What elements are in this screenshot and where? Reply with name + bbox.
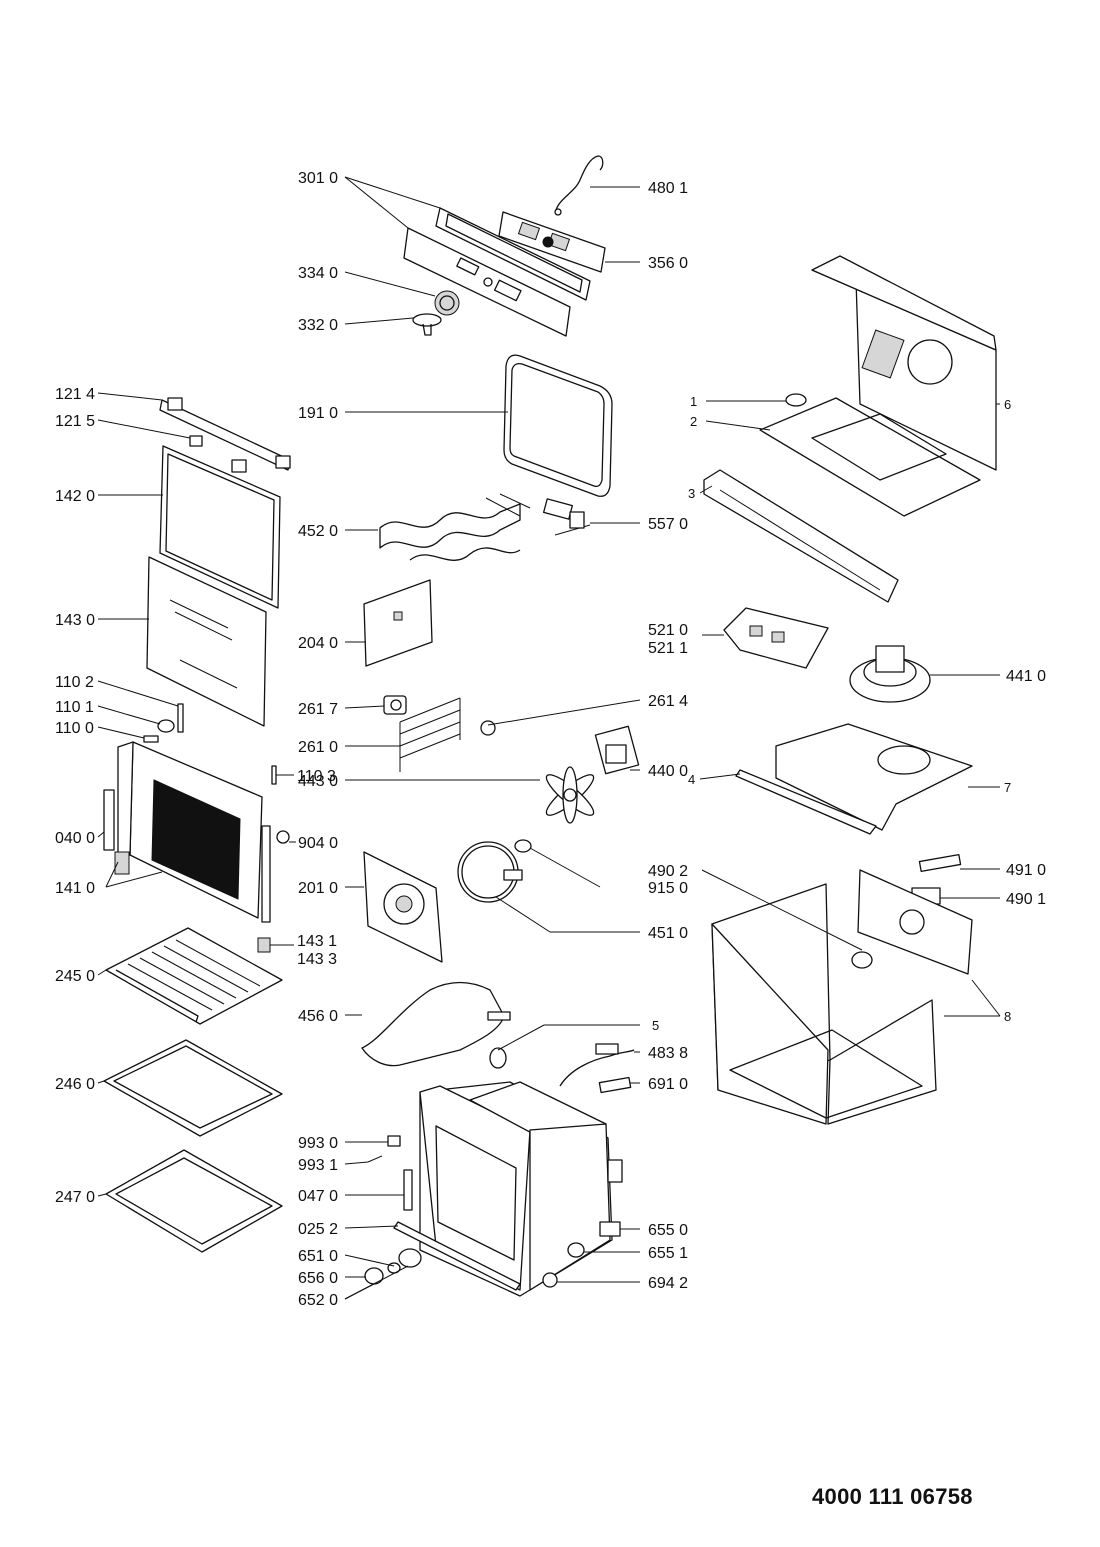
rack-and-trays-group [103, 927, 283, 1253]
label-904-0: 904 0 [298, 835, 338, 852]
label-301-0: 301 0 [298, 170, 338, 187]
label-1: 1 [690, 394, 697, 409]
label-694-2: 694 2 [648, 1275, 688, 1292]
label-915-0: 915 0 [648, 880, 688, 897]
label-480-1: 480 1 [648, 180, 688, 197]
label-440-0: 440 0 [648, 763, 688, 780]
label-5: 5 [652, 1018, 659, 1033]
label-201-0: 201 0 [298, 880, 338, 897]
label-204-0: 204 0 [298, 635, 338, 652]
label-441-0: 441 0 [1006, 668, 1046, 685]
label-110-0: 110 0 [55, 720, 94, 737]
label-247-0: 247 0 [55, 1189, 95, 1206]
label-261-4: 261 4 [648, 693, 688, 710]
label-141-0: 141 0 [55, 880, 95, 897]
label-521-0: 521 0 [648, 622, 688, 639]
label-443-0: 443 0 [298, 773, 338, 790]
label-334-0: 334 0 [298, 265, 338, 282]
label-4: 4 [688, 772, 695, 787]
label-490-1: 490 1 [1006, 891, 1046, 908]
oven-door-group [103, 397, 291, 953]
label-451-0: 451 0 [648, 925, 688, 942]
label-143-3: 143 3 [297, 951, 337, 968]
label-121-4: 121 4 [55, 386, 95, 403]
label-332-0: 332 0 [298, 317, 338, 334]
leader-lines [97, 176, 1001, 1300]
label-993-0: 993 0 [298, 1135, 338, 1152]
label-655-0: 655 0 [648, 1222, 688, 1239]
label-456-0: 456 0 [298, 1008, 338, 1025]
label-143-0: 143 0 [55, 612, 95, 629]
label-652-0: 652 0 [298, 1292, 338, 1309]
label-452-0: 452 0 [298, 523, 338, 540]
callout-labels: 301 0 480 1 356 0 334 0 332 0 121 4 121 … [55, 170, 1046, 1309]
label-261-7: 261 7 [298, 701, 338, 718]
label-261-0: 261 0 [298, 739, 338, 756]
label-356-0: 356 0 [648, 255, 688, 272]
label-6: 6 [1004, 397, 1011, 412]
label-557-0: 557 0 [648, 516, 688, 533]
label-656-0: 656 0 [298, 1270, 338, 1287]
label-2: 2 [690, 414, 697, 429]
right-assembly-group [703, 255, 997, 1125]
label-110-2: 110 2 [55, 674, 94, 691]
label-025-2: 025 2 [298, 1221, 338, 1238]
label-110-1: 110 1 [55, 699, 94, 716]
label-691-0: 691 0 [648, 1076, 688, 1093]
label-040-0: 040 0 [55, 830, 95, 847]
label-521-1: 521 1 [648, 640, 688, 657]
label-3: 3 [688, 486, 695, 501]
label-245-0: 245 0 [55, 968, 95, 985]
label-655-1: 655 1 [648, 1245, 688, 1262]
label-490-2: 490 2 [648, 863, 688, 880]
label-483-8: 483 8 [648, 1045, 688, 1062]
label-191-0: 191 0 [298, 405, 338, 422]
label-651-0: 651 0 [298, 1248, 338, 1265]
label-110-3: 110 3 [297, 768, 336, 785]
control-panel-group [403, 155, 606, 337]
label-491-0: 491 0 [1006, 862, 1046, 879]
document-number: 4000 111 06758 [812, 1484, 973, 1509]
label-993-1: 993 1 [298, 1157, 338, 1174]
middle-parts-group [361, 354, 640, 1094]
label-246-0: 246 0 [55, 1076, 95, 1093]
label-047-0: 047 0 [298, 1188, 338, 1205]
label-121-5: 121 5 [55, 413, 95, 430]
label-142-0: 142 0 [55, 488, 95, 505]
label-7: 7 [1004, 780, 1011, 795]
oven-cavity-group [364, 1081, 623, 1297]
label-143-1: 143 1 [297, 933, 337, 950]
label-8: 8 [1004, 1009, 1011, 1024]
